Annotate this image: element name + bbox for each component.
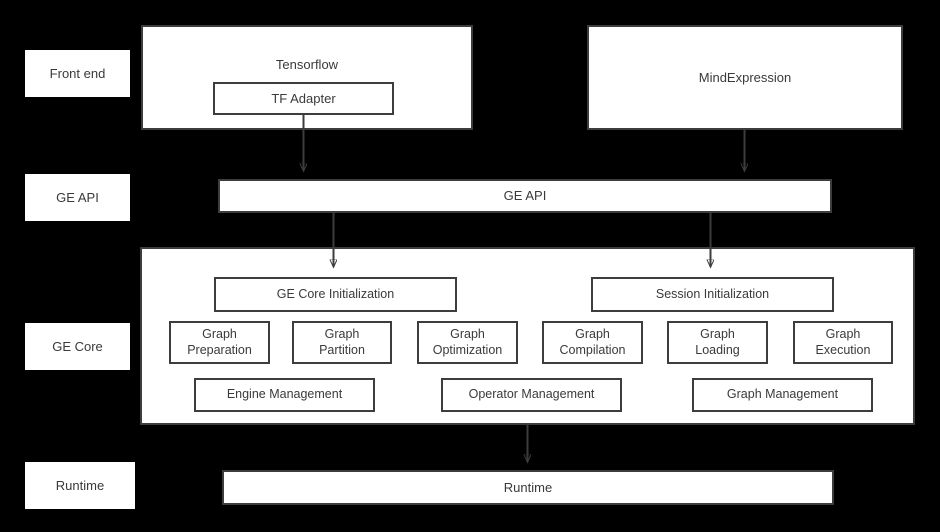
graph-partition-box: Graph Partition [292, 321, 392, 364]
tf-adapter-box: TF Adapter [213, 82, 394, 115]
graph-optimization-box: Graph Optimization [417, 321, 518, 364]
graph-execution-box: Graph Execution [793, 321, 893, 364]
ge-core-container: GE Core Initialization Session Initializ… [140, 247, 915, 425]
operator-management-box: Operator Management [441, 378, 622, 412]
graph-preparation-box: Graph Preparation [169, 321, 270, 364]
stage-label-runtime: Runtime [25, 462, 135, 509]
stage-label-front-end: Front end [25, 50, 130, 97]
session-initialization-box: Session Initialization [591, 277, 834, 312]
stage-label-ge-core: GE Core [25, 323, 130, 370]
mindexpression-container: MindExpression [587, 25, 903, 130]
runtime-bar: Runtime [222, 470, 834, 505]
graph-management-box: Graph Management [692, 378, 873, 412]
ge-api-bar: GE API [218, 179, 832, 213]
graph-loading-box: Graph Loading [667, 321, 768, 364]
engine-management-box: Engine Management [194, 378, 375, 412]
stage-label-ge-api: GE API [25, 174, 130, 221]
graph-compilation-box: Graph Compilation [542, 321, 643, 364]
ge-core-initialization-box: GE Core Initialization [214, 277, 457, 312]
